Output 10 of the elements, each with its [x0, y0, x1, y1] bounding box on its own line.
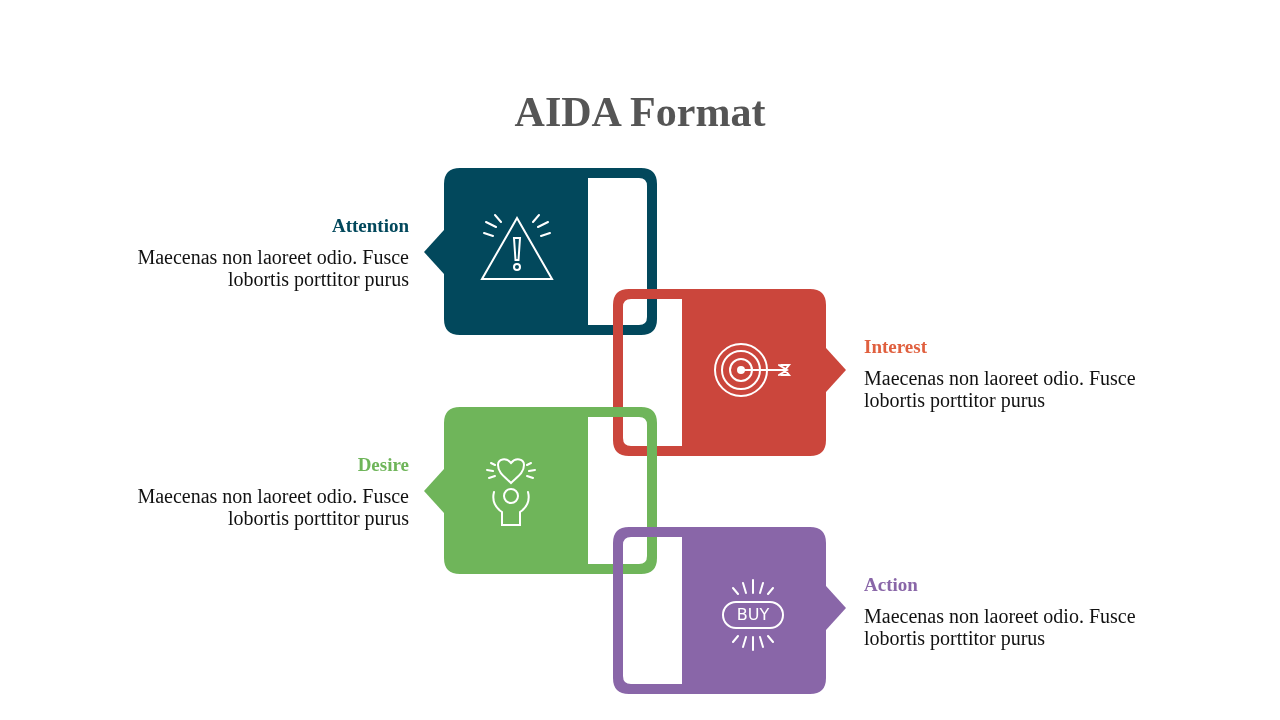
step-heading: Desire — [356, 453, 409, 477]
step-description: Maecenas non laoreet odio. Fusce lobortis porttitor purus — [136, 484, 409, 529]
step-heading: Interest — [864, 335, 928, 359]
title: AIDA Format — [514, 88, 766, 137]
step-heading: Attention — [330, 214, 409, 238]
step-description: Maecenas non laoreet odio. Fusce lobortis porttitor purus — [864, 604, 1137, 649]
step-description: Maecenas non laoreet odio. Fusce lobortis porttitor purus — [136, 245, 409, 290]
step-description: Maecenas non laoreet odio. Fusce lobortis porttitor purus — [864, 366, 1137, 411]
step-heading: Action — [864, 573, 919, 597]
buy-text: BUY — [736, 607, 770, 623]
